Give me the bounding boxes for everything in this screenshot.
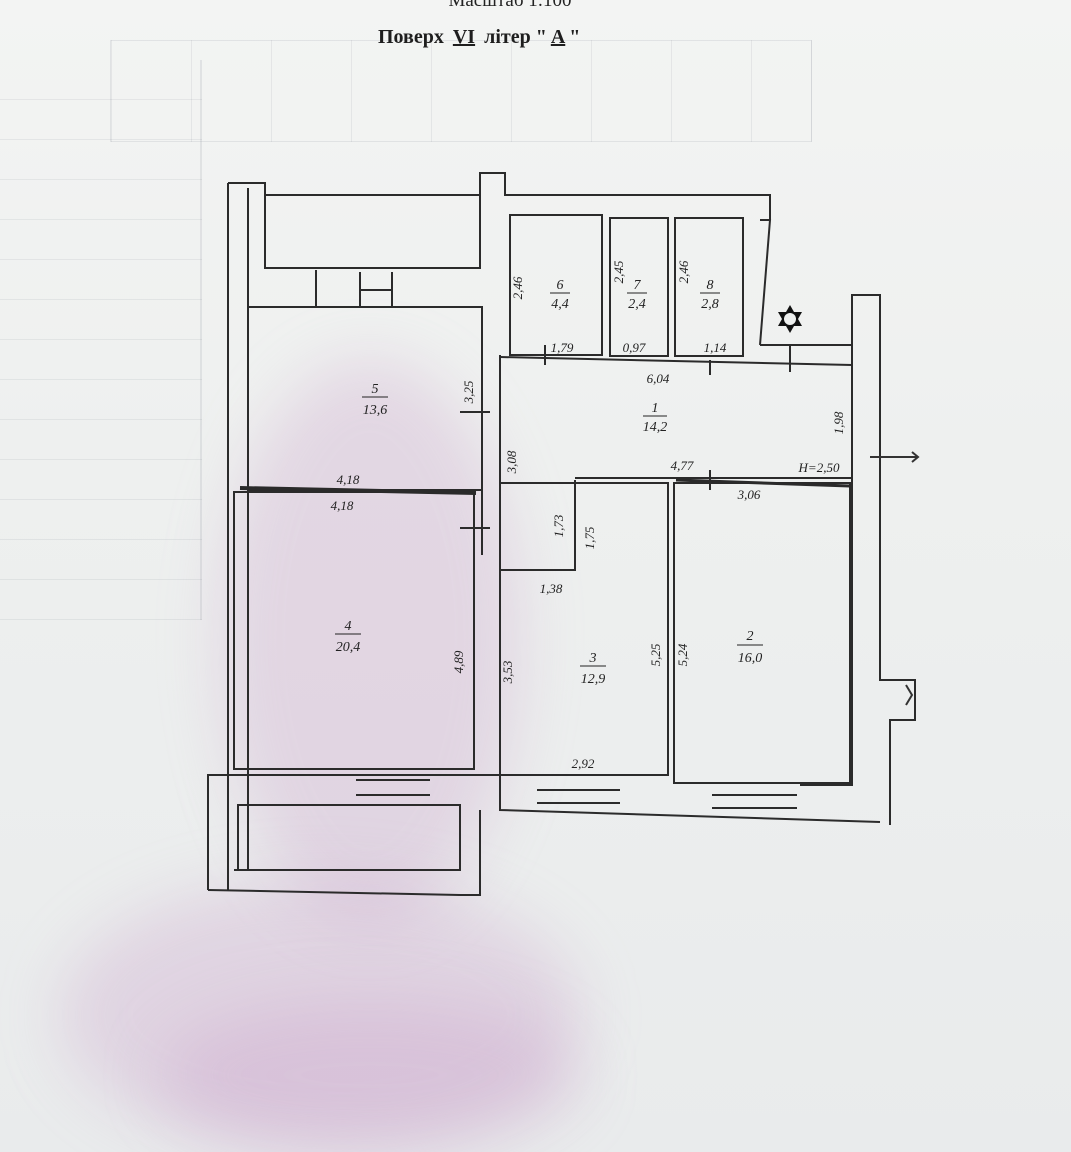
room-2-number: 2 xyxy=(747,629,754,644)
dim-8-h: 2,46 xyxy=(676,260,691,283)
floor-suffix: " xyxy=(569,26,581,48)
dim-hall-h: 1,98 xyxy=(831,411,846,434)
room-labels: 1 14,2 2 16,0 3 12,9 4 20,4 5 13,6 6 4,4… xyxy=(335,278,763,687)
room-7-area: 2,4 xyxy=(628,297,646,312)
dim-8-w: 1,14 xyxy=(704,340,727,355)
walls xyxy=(207,172,916,896)
dim-2-top: 4,77 xyxy=(671,458,694,473)
dim-5-h: 3,25 xyxy=(461,380,476,404)
entrance-arrow-icon xyxy=(870,451,920,463)
room-8-area: 2,8 xyxy=(701,297,719,312)
dim-7-w: 0,97 xyxy=(623,340,646,355)
floor-label: Поверх VI літер "А" xyxy=(378,26,618,49)
dim-niche-b: 1,75 xyxy=(582,526,597,549)
room-divider xyxy=(675,478,851,488)
dim-corr-h: 3,08 xyxy=(504,450,519,474)
room-5-area: 13,6 xyxy=(363,403,388,418)
break-mark-icon xyxy=(905,684,914,706)
dim-7-h: 2,45 xyxy=(611,260,626,283)
stain xyxy=(60,880,580,1150)
stain xyxy=(160,1000,580,1150)
dim-2-left: 5,24 xyxy=(675,643,690,666)
room-1-number: 1 xyxy=(652,401,659,416)
floor-number: VI xyxy=(452,26,476,48)
dim-2-w: 3,06 xyxy=(737,487,761,502)
scale-label: Масштаб 1:100 xyxy=(448,0,572,11)
dimension-labels: 2,46 2,45 2,46 1,79 0,97 1,14 6,04 1,98 … xyxy=(331,260,846,771)
room-2-area: 16,0 xyxy=(738,651,763,666)
dim-3-w: 2,92 xyxy=(572,756,595,771)
floor-prefix: Поверх xyxy=(378,26,444,48)
bleed-through-table xyxy=(110,40,812,142)
vent-symbol-icon xyxy=(778,305,802,333)
room-6-number: 6 xyxy=(557,278,564,293)
room-1-area: 14,2 xyxy=(643,420,668,435)
floor-letter: А xyxy=(550,26,566,48)
floor-middle: літер " xyxy=(484,26,547,48)
bleed-through-grid xyxy=(0,60,202,620)
room-8-number: 8 xyxy=(707,278,714,293)
dim-4-w: 4,18 xyxy=(331,498,354,513)
dim-5-w: 4,18 xyxy=(337,472,360,487)
room-divider xyxy=(239,486,477,495)
room-3-area: 12,9 xyxy=(581,672,606,687)
room-7-number: 7 xyxy=(634,278,642,293)
dim-niche-a: 1,73 xyxy=(551,514,566,537)
dim-3-left: 3,53 xyxy=(500,660,515,684)
room-6-area: 4,4 xyxy=(551,297,569,312)
dim-hall-w: 6,04 xyxy=(647,371,670,386)
dim-3-right: 5,25 xyxy=(648,643,663,666)
header: Масштаб 1:100 Поверх VI літер "А" xyxy=(0,0,1071,70)
room-3-number: 3 xyxy=(589,651,597,666)
dim-6-w: 1,79 xyxy=(551,340,574,355)
room-4-number: 4 xyxy=(345,619,352,634)
room-4-area: 20,4 xyxy=(336,640,361,655)
dim-niche-w: 1,38 xyxy=(540,581,563,596)
stain xyxy=(220,360,520,920)
dim-4-h: 4,89 xyxy=(451,650,466,673)
dim-6-h: 2,46 xyxy=(510,276,525,299)
ceiling-height: H=2,50 xyxy=(798,460,840,475)
room-5-number: 5 xyxy=(372,382,379,397)
